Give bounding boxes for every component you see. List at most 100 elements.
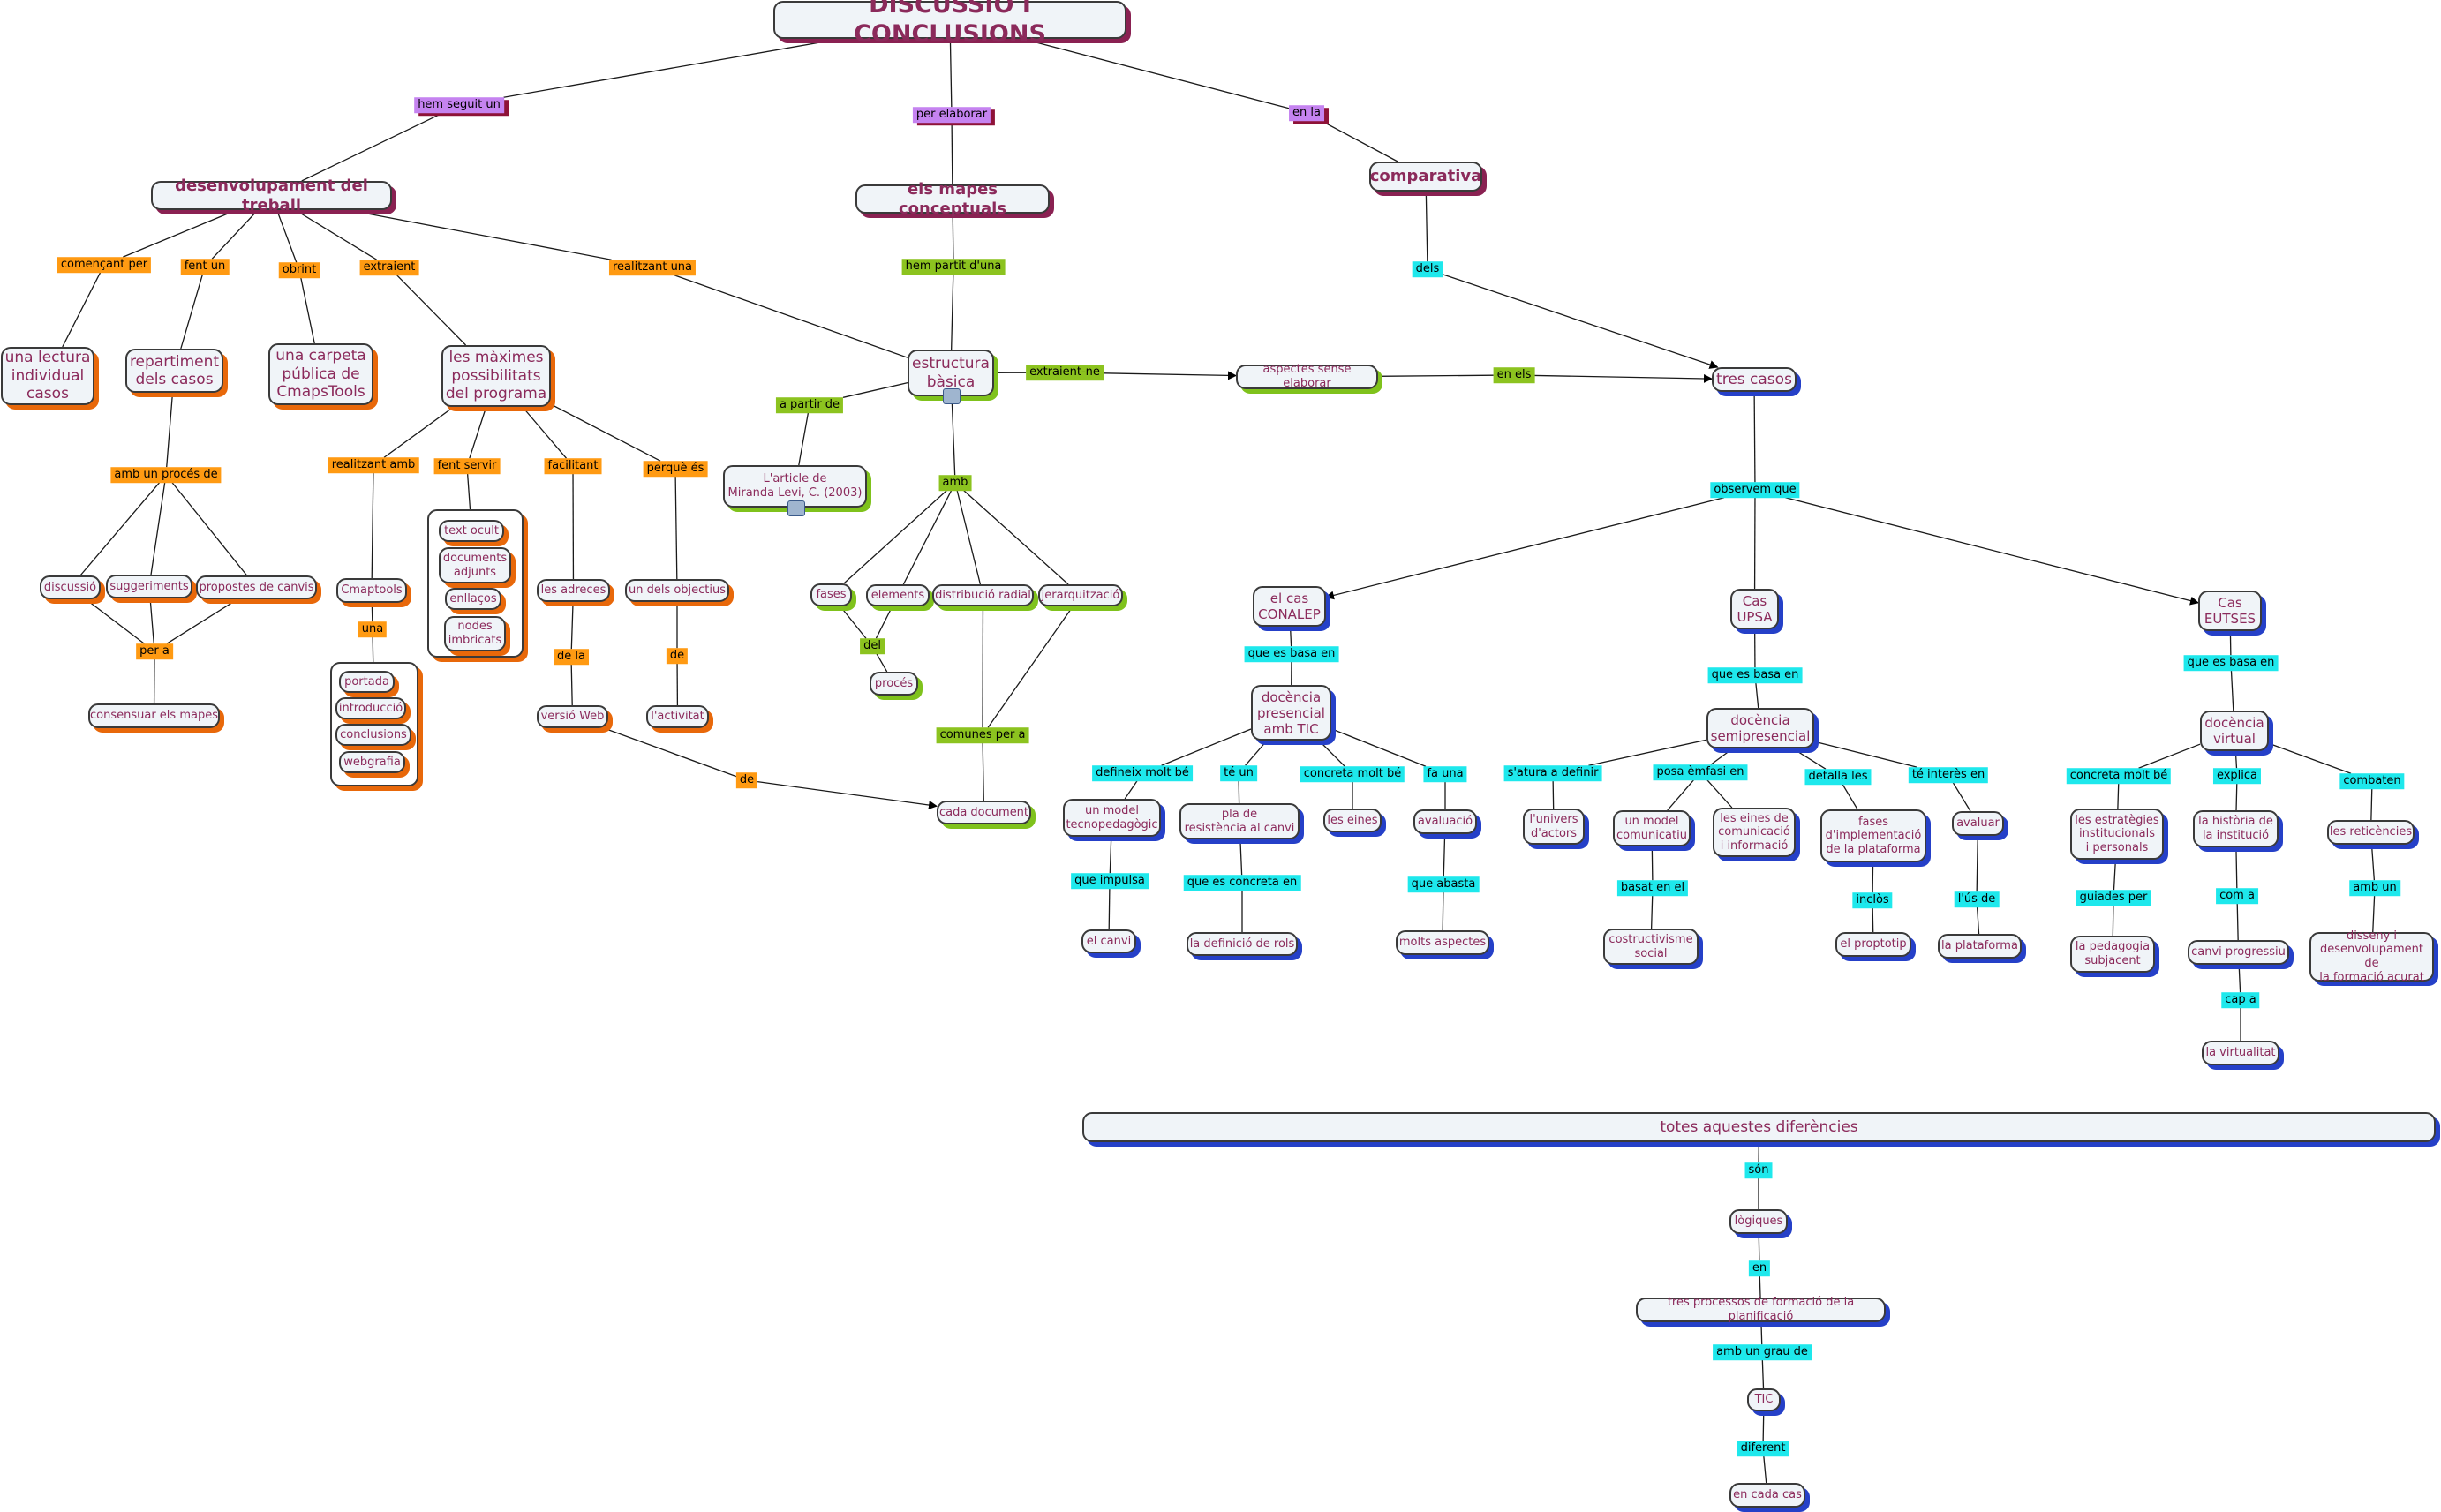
link-en-els[interactable]: en els — [1493, 367, 1535, 383]
concept-desenvolupament[interactable]: desenvolupament del treball — [151, 177, 392, 214]
link-per-a[interactable]: per a — [136, 643, 173, 659]
link-concreta-en[interactable]: que es concreta en — [1183, 875, 1301, 891]
concept-propostes-canvis[interactable]: propostes de canvis — [196, 575, 317, 599]
link-extraient-ne[interactable]: extraient-ne — [1026, 365, 1104, 380]
concept-consensuar-mapes[interactable]: consensuar els mapes — [88, 703, 220, 728]
concept-nodes-imbricats[interactable]: nodes imbricats — [444, 616, 506, 651]
document-icon[interactable] — [787, 500, 805, 516]
link-concreta-presencial[interactable]: concreta molt bé — [1300, 766, 1405, 782]
concept-conclusions[interactable]: conclusions — [335, 724, 411, 746]
link-realitzant-una[interactable]: realitzant una — [608, 260, 697, 275]
link-cap-a[interactable]: cap a — [2221, 992, 2260, 1008]
link-son[interactable]: són — [1744, 1162, 1773, 1178]
concept-cas-conalep[interactable]: el cas CONALEP — [1253, 586, 1326, 627]
link-grau-de[interactable]: amb un grau de — [1713, 1344, 1812, 1360]
concept-historia-institucio[interactable]: la història de la institució — [2193, 810, 2279, 847]
concept-tres-casos[interactable]: tres casos — [1712, 367, 1797, 392]
concept-distribucio-radial[interactable]: distribució radial — [932, 584, 1034, 606]
concept-introduccio[interactable]: introducció — [335, 697, 406, 719]
concept-docencia-semipresencial[interactable]: docència semipresencial — [1706, 708, 1814, 748]
link-realitzant-amb[interactable]: realitzant amb — [328, 457, 419, 473]
concept-cas-upsa[interactable]: Cas UPSA — [1730, 589, 1779, 629]
link-inclos[interactable]: inclòs — [1852, 892, 1893, 908]
link-posa-emfasi[interactable]: posa èmfasi en — [1653, 764, 1748, 780]
concept-les-eines[interactable]: les eines — [1323, 809, 1382, 832]
link-de-la[interactable]: de la — [554, 649, 589, 665]
link-una[interactable]: una — [358, 621, 388, 637]
concept-univers-actors[interactable]: l'univers d'actors — [1523, 809, 1585, 845]
concept-la-virtualitat[interactable]: la virtualitat — [2202, 1041, 2279, 1065]
link-observem-que[interactable]: observem que — [1710, 482, 1800, 498]
link-proces-de[interactable]: amb un procés de — [110, 467, 222, 483]
concept-la-plataforma[interactable]: la plataforma — [1938, 934, 2022, 959]
concept-el-proptotip[interactable]: el proptotip — [1835, 932, 1911, 957]
concept-portada[interactable]: portada — [339, 671, 395, 693]
link-fa-una[interactable]: fa una — [1423, 766, 1467, 782]
concept-reticencies[interactable]: les reticències — [2327, 820, 2415, 845]
link-com-a[interactable]: com a — [2216, 888, 2258, 904]
link-en[interactable]: en — [1748, 1260, 1771, 1276]
concept-lactivitat[interactable]: l'activitat — [646, 705, 709, 728]
concept-cas-eutses[interactable]: Cas EUTSES — [2198, 591, 2262, 631]
link-detalla-les[interactable]: detalla les — [1804, 769, 1872, 785]
concept-docencia-virtual[interactable]: docència virtual — [2200, 711, 2269, 751]
link-de-objectius[interactable]: de — [666, 648, 689, 664]
concept-jerarquitzacio[interactable]: jerarquització — [1038, 584, 1123, 606]
concept-fases-implementacio[interactable]: fases d'implementació de la plataforma — [1820, 809, 1926, 862]
link-que-abasta[interactable]: que abasta — [1407, 876, 1480, 892]
concept-documents-adjunts[interactable]: documents adjunts — [439, 547, 511, 583]
link-perque-es[interactable]: perquè és — [643, 461, 708, 477]
link-diferent[interactable]: diferent — [1737, 1441, 1789, 1456]
link-dels[interactable]: dels — [1412, 261, 1443, 277]
concept-mapes-conceptuals[interactable]: els mapes conceptuals — [855, 180, 1050, 218]
concept-el-canvi[interactable]: el canvi — [1081, 929, 1136, 953]
concept-definicio-rols[interactable]: la definició de rols — [1187, 932, 1298, 956]
link-facilitant[interactable]: facilitant — [544, 458, 602, 474]
concept-pedagogia-subjacent[interactable]: la pedagogia subjacent — [2070, 936, 2155, 973]
concept-discussio[interactable]: discussió — [40, 575, 101, 599]
link-defineix-molt-be[interactable]: defineix molt bé — [1092, 765, 1193, 781]
concept-pla-resistencia[interactable]: pla de resistència al canvi — [1179, 803, 1300, 839]
concept-docencia-presencial[interactable]: docència presencial amb TIC — [1251, 685, 1331, 741]
concept-estrategies[interactable]: les estratègies institucionals i persona… — [2070, 809, 2164, 860]
concept-enllacos[interactable]: enllaços — [445, 588, 501, 610]
link-hem-partit[interactable]: hem partit d'una — [901, 259, 1006, 275]
link-obrint[interactable]: obrint — [278, 262, 320, 278]
concept-un-dels-objectius[interactable]: un dels objectius — [625, 579, 729, 602]
concept-suggeriments[interactable]: suggeriments — [106, 575, 192, 598]
link-explica[interactable]: explica — [2212, 768, 2262, 784]
link-fent-un[interactable]: fent un — [180, 259, 230, 275]
link-satura-definir[interactable]: s'atura a definir — [1503, 765, 1602, 781]
concept-fases[interactable]: fases — [810, 583, 852, 606]
link-comencant-per[interactable]: començant per — [57, 257, 152, 273]
concept-totes-diferencies[interactable]: totes aquestes diferències — [1082, 1112, 2436, 1142]
title-concept[interactable]: DISCUSSIÓ I CONCLUSIONS — [773, 0, 1126, 48]
link-hem-seguit-un[interactable]: hem seguit un — [414, 97, 504, 113]
concept-disseny-formacio[interactable]: disseny i desenvolupament de la formació… — [2309, 929, 2434, 984]
concept-elements[interactable]: elements — [866, 584, 930, 606]
concept-carpeta-publica[interactable]: una carpeta pública de CmapsTools — [268, 343, 373, 405]
link-combaten[interactable]: combaten — [2339, 773, 2405, 789]
concept-avaluar[interactable]: avaluar — [1952, 811, 2004, 836]
document-icon[interactable] — [943, 388, 961, 404]
link-us-de[interactable]: l'ús de — [1954, 891, 2000, 907]
concept-model-comunicatiu[interactable]: un model comunicatiu — [1613, 810, 1691, 846]
link-a-partir-de[interactable]: a partir de — [775, 397, 844, 413]
concept-les-adreces[interactable]: les adreces — [537, 579, 610, 602]
link-de-versio-web[interactable]: de — [735, 772, 758, 788]
concept-canvi-progressiu[interactable]: canvi progressiu — [2188, 940, 2289, 965]
concept-proces[interactable]: procés — [870, 672, 918, 696]
link-fent-servir[interactable]: fent servir — [433, 458, 501, 474]
link-que-impulsa[interactable]: que impulsa — [1071, 873, 1149, 889]
link-amb[interactable]: amb — [938, 475, 972, 491]
link-del[interactable]: del — [860, 638, 885, 654]
concept-logiques[interactable]: lògiques — [1729, 1209, 1788, 1234]
concept-en-cada-cas[interactable]: en cada cas — [1729, 1483, 1805, 1508]
concept-model-tecnopedagogic[interactable]: un model tecnopedagògic — [1063, 799, 1161, 837]
concept-versio-web[interactable]: versió Web — [537, 705, 608, 728]
concept-costructivisme-social[interactable]: costructivisme social — [1603, 929, 1699, 965]
concept-cmaptools[interactable]: Cmaptools — [336, 578, 407, 603]
link-basa-conalep[interactable]: que es basa en — [1244, 646, 1339, 662]
concept-molts-aspectes[interactable]: molts aspectes — [1396, 930, 1489, 955]
concept-repartiment[interactable]: repartiment dels casos — [125, 349, 223, 393]
